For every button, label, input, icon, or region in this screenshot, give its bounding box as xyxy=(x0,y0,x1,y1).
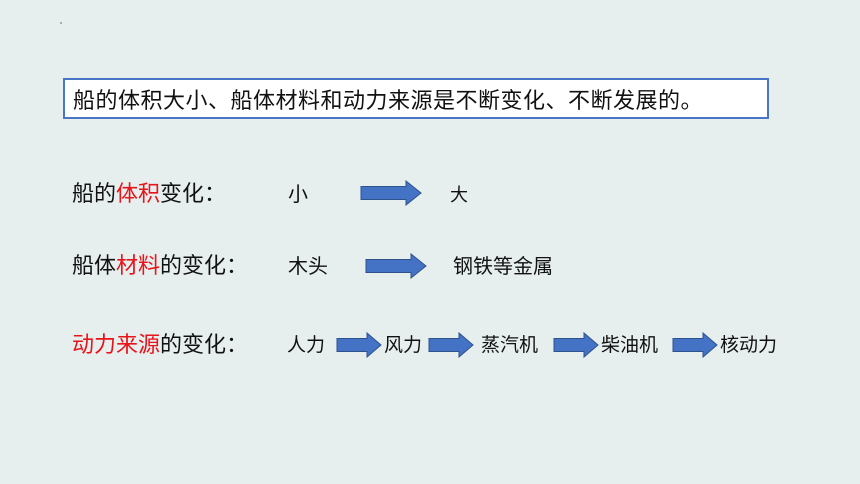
right-arrow-icon xyxy=(553,332,599,358)
label-suffix: 的变化： xyxy=(160,254,249,279)
label-highlight: 动力来源 xyxy=(72,333,161,358)
power-stage: 风力 xyxy=(384,334,423,356)
volume-to: 大 xyxy=(450,185,468,206)
label-prefix: 船的 xyxy=(72,182,117,207)
label-suffix: 的变化： xyxy=(160,333,249,358)
power-stage: 柴油机 xyxy=(601,334,659,356)
power-stage: 核动力 xyxy=(720,334,778,356)
power-change-row: 动力来源的变化： 人力 风力 蒸汽机 柴油机 核动力 xyxy=(0,322,860,362)
label-prefix: 船体 xyxy=(72,254,117,279)
label-highlight: 材料 xyxy=(116,254,161,279)
label-suffix: 变化： xyxy=(160,182,227,207)
material-change-row: 船体材料的变化： 木头 钢铁等金属 xyxy=(0,244,860,284)
statement-text: 船的体积大小、船体材料和动力来源是不断变化、不断发展的。 xyxy=(73,88,704,114)
right-arrow-icon xyxy=(336,332,382,358)
power-change-label: 动力来源的变化： xyxy=(72,327,248,359)
right-arrow-icon xyxy=(428,332,474,358)
label-highlight: 体积 xyxy=(116,182,161,207)
right-arrow-icon xyxy=(672,332,718,358)
volume-change-row: 船的体积变化： 小 大 xyxy=(0,172,860,212)
power-stage: 人力 xyxy=(287,334,326,356)
volume-change-label: 船的体积变化： xyxy=(72,176,226,208)
volume-from: 小 xyxy=(288,182,308,206)
statement-box: 船的体积大小、船体材料和动力来源是不断变化、不断发展的。 xyxy=(63,78,769,119)
decorative-dot xyxy=(60,22,62,24)
material-change-label: 船体材料的变化： xyxy=(72,248,248,280)
material-to: 钢铁等金属 xyxy=(453,254,553,278)
right-arrow-icon xyxy=(360,180,422,206)
material-from: 木头 xyxy=(288,254,328,278)
power-stage: 蒸汽机 xyxy=(481,334,539,356)
right-arrow-icon xyxy=(365,253,427,279)
